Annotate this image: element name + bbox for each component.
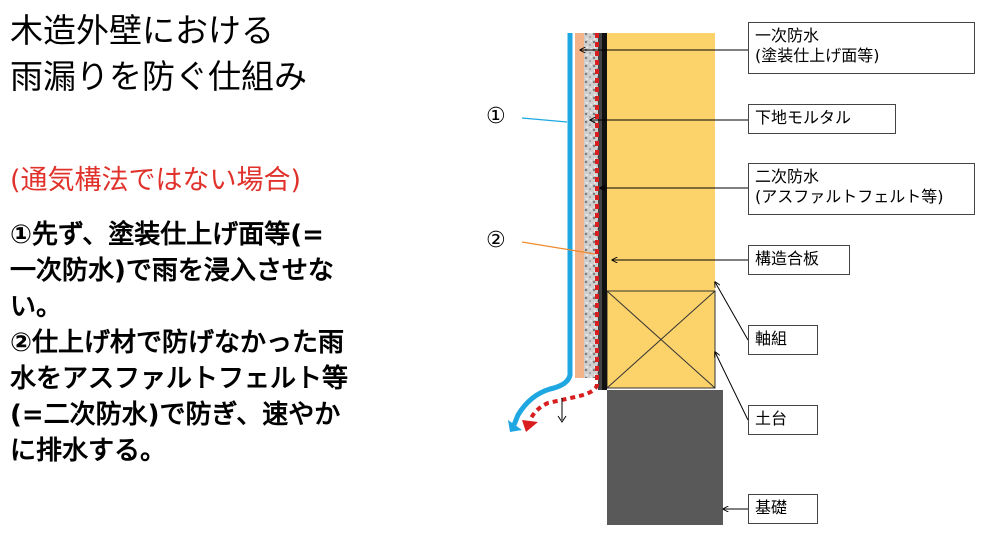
body-line-3: い。 [10, 292, 63, 322]
body-line-7: に排水する。 [10, 436, 167, 466]
leader-marker-two [521, 241, 596, 255]
primary-flow-arrowhead [508, 420, 522, 432]
body-line-5: 水をアスファルトフェルト等 [10, 364, 349, 394]
label-base-mortar: 下地モルタル [748, 104, 896, 134]
label-secondary-waterproofing: 二次防水 (アスファルトフェルト等) [748, 163, 975, 215]
leader-marker-one [521, 117, 568, 123]
label-foundation: 基礎 [748, 494, 818, 524]
body-line-1: ①先ず、塗装仕上げ面等(= [10, 220, 324, 250]
secondary-water-flow [528, 33, 599, 421]
title-line-1: 木造外壁における [10, 11, 274, 50]
leader-framing [715, 282, 749, 341]
marker-one: ① [486, 104, 506, 129]
label-framing: 軸組 [748, 325, 818, 355]
framing-cross-2 [606, 290, 716, 389]
label-primary-waterproofing-line1: 一次防水 [755, 26, 820, 45]
subtitle: (通気構法ではない場合) [10, 165, 302, 196]
label-structural-plywood: 構造合板 [748, 245, 850, 275]
asphalt-felt [598, 33, 602, 390]
framing-upper [607, 33, 715, 291]
primary-water-flow [511, 33, 573, 426]
body-line-2: 一次防水)で雨を浸入させな [10, 256, 334, 286]
drip-edge-tip [557, 415, 567, 423]
label-secondary-waterproofing-line1: 二次防水 [755, 167, 820, 186]
label-sill: 土台 [748, 405, 818, 435]
foundation [607, 390, 723, 525]
body-line-6: (=二次防水)で防ぎ、速やか [10, 400, 341, 430]
finish-coat [575, 33, 584, 378]
label-primary-waterproofing-line2: (塗装仕上げ面等) [755, 46, 880, 65]
body-line-4: ②仕上げ材で防げなかった雨 [10, 328, 345, 358]
marker-two: ② [486, 228, 506, 253]
label-secondary-waterproofing-line2: (アスファルトフェルト等) [755, 187, 944, 206]
leader-sill [715, 352, 749, 421]
secondary-flow-arrowhead [522, 420, 538, 432]
label-primary-waterproofing: 一次防水 (塗装仕上げ面等) [748, 22, 975, 74]
title-line-2: 雨漏りを防ぐ仕組み [10, 57, 307, 96]
structural-plywood [602, 33, 607, 390]
